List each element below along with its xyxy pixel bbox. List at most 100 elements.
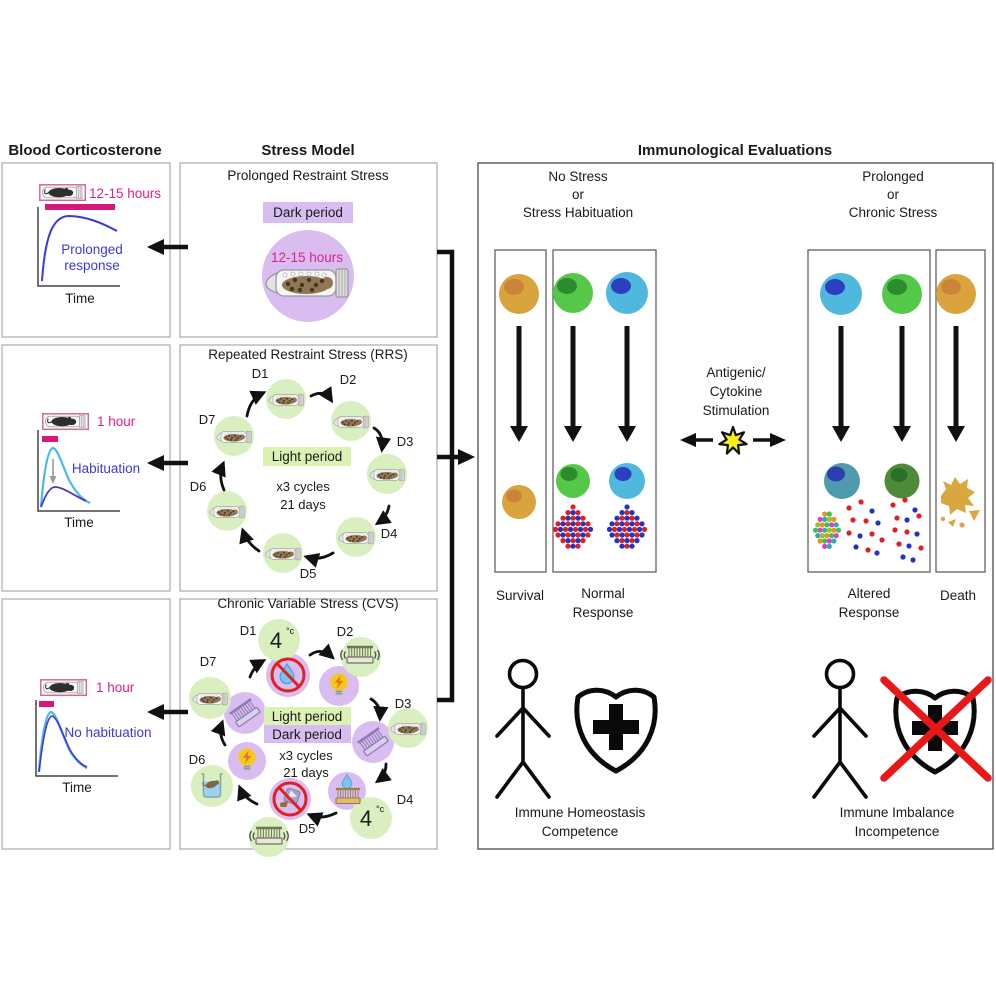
left-condition: No Stress [548,169,608,184]
arrow-left-cvs [147,704,188,720]
day-label: D1 [240,623,257,638]
cold-unit-label: °c [286,626,295,636]
dot [570,504,576,510]
dot [826,538,832,544]
response-annotation: No habituation [64,725,151,740]
stress-rrs-panel: Repeated Restraint Stress (RRS) D1 D2 D [190,347,414,581]
dot [879,537,885,543]
day-label: D2 [340,372,357,387]
restrainer-icon [265,268,349,298]
dark-period-label: Dark period [272,727,342,742]
dark-period-highlight [263,202,353,223]
header-blood-corticosterone: Blood Corticosterone [8,142,161,159]
response-annotation: response [64,258,120,273]
response-annotation: Prolonged [61,242,123,257]
dot [624,538,630,544]
restraint-duration-label: 1 hour [96,680,135,695]
dot [624,504,630,510]
cycles-label: x3 cycles [276,479,330,494]
dot [869,508,875,514]
dot [875,520,881,526]
arrow-left-rrs [147,455,188,471]
duration-label: 21 days [280,497,326,512]
mouse-restrainer-icon [40,679,88,697]
dot [857,533,863,539]
restrainer-icon [390,722,426,736]
dead-cell-debris [940,477,980,528]
day-label: D6 [190,479,207,494]
x-axis-label: Time [64,515,94,530]
dot [902,497,908,503]
dot [614,538,620,544]
outcome-altered-label: Response [839,605,900,620]
dot [580,521,586,527]
day-label: D3 [395,696,412,711]
dot [611,526,618,533]
day-label: D7 [199,412,216,427]
dot [629,509,635,516]
dot [619,532,625,538]
dot [833,522,839,528]
dot [819,522,826,528]
panel-stress-rrs [179,344,438,592]
dot [835,527,842,533]
day-label: D4 [381,526,398,541]
dot [833,533,839,539]
header-immunological-evaluations: Immunological Evaluations [638,142,832,159]
dot [614,521,620,527]
right-caption: Immune Imbalance [840,805,955,820]
dot [575,509,581,516]
cort-chronic-panel: 1 hour No habituation Time [35,679,152,795]
person-icon-healthy [495,658,551,799]
mouse-restrainer-icon [39,184,87,202]
dot [580,538,586,544]
dot [819,533,826,539]
dot [621,526,628,533]
day-label: D5 [299,821,316,836]
dot [565,543,571,549]
connector-right-rail [437,249,455,703]
dot [831,527,837,533]
dot [869,531,875,537]
dot [624,532,630,538]
cytokine-cluster-multicolor [812,511,842,550]
outcome-altered-label: Altered [848,586,891,601]
repeated-response-curve [38,715,88,773]
stress-cvs-panel: Chronic Variable Stress (CVS) 4 °c 4 °c [189,596,428,857]
dot [570,521,576,527]
panel-cort-chronic [1,598,171,850]
dot [822,511,828,517]
cold-temp-label: 4 [360,806,372,831]
dot [619,509,625,516]
outcome-boxes [494,249,986,573]
mouse-restrainer-icon [42,413,90,431]
dot [846,505,852,511]
dot [817,527,823,533]
dot [577,526,584,533]
stimulation-arrows [510,326,965,442]
dot [567,526,574,533]
dot [585,521,591,527]
stimulation-center: Antigenic/ Cytokine Stimulation [680,365,786,455]
dot [565,509,571,516]
dot [817,538,823,544]
dot [910,557,916,563]
outcome-normal-label: Normal [581,586,625,601]
dot [575,515,581,521]
header-stress-model: Stress Model [261,142,354,159]
dot [587,526,594,533]
dot [616,526,623,533]
dot [562,526,569,533]
dot [831,538,837,544]
dot [824,522,830,528]
dot [557,526,564,533]
x-axis-label: Time [65,291,95,306]
outcome-death-label: Death [940,588,976,603]
dot [817,516,823,523]
dot [900,554,906,560]
right-condition: Chronic Stress [849,205,938,220]
acute-response-curve [39,446,91,508]
dot [555,532,561,538]
